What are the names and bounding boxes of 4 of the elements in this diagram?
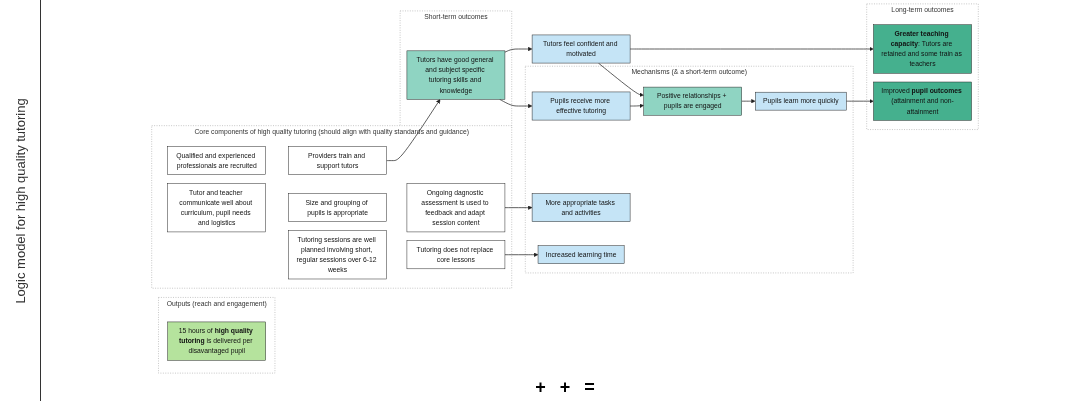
operator-sign: =: [584, 377, 595, 399]
diagram-title: Logic model for high quality tutoring: [12, 97, 28, 304]
operator-sign: +: [535, 377, 546, 399]
operator-sign: +: [559, 377, 571, 399]
